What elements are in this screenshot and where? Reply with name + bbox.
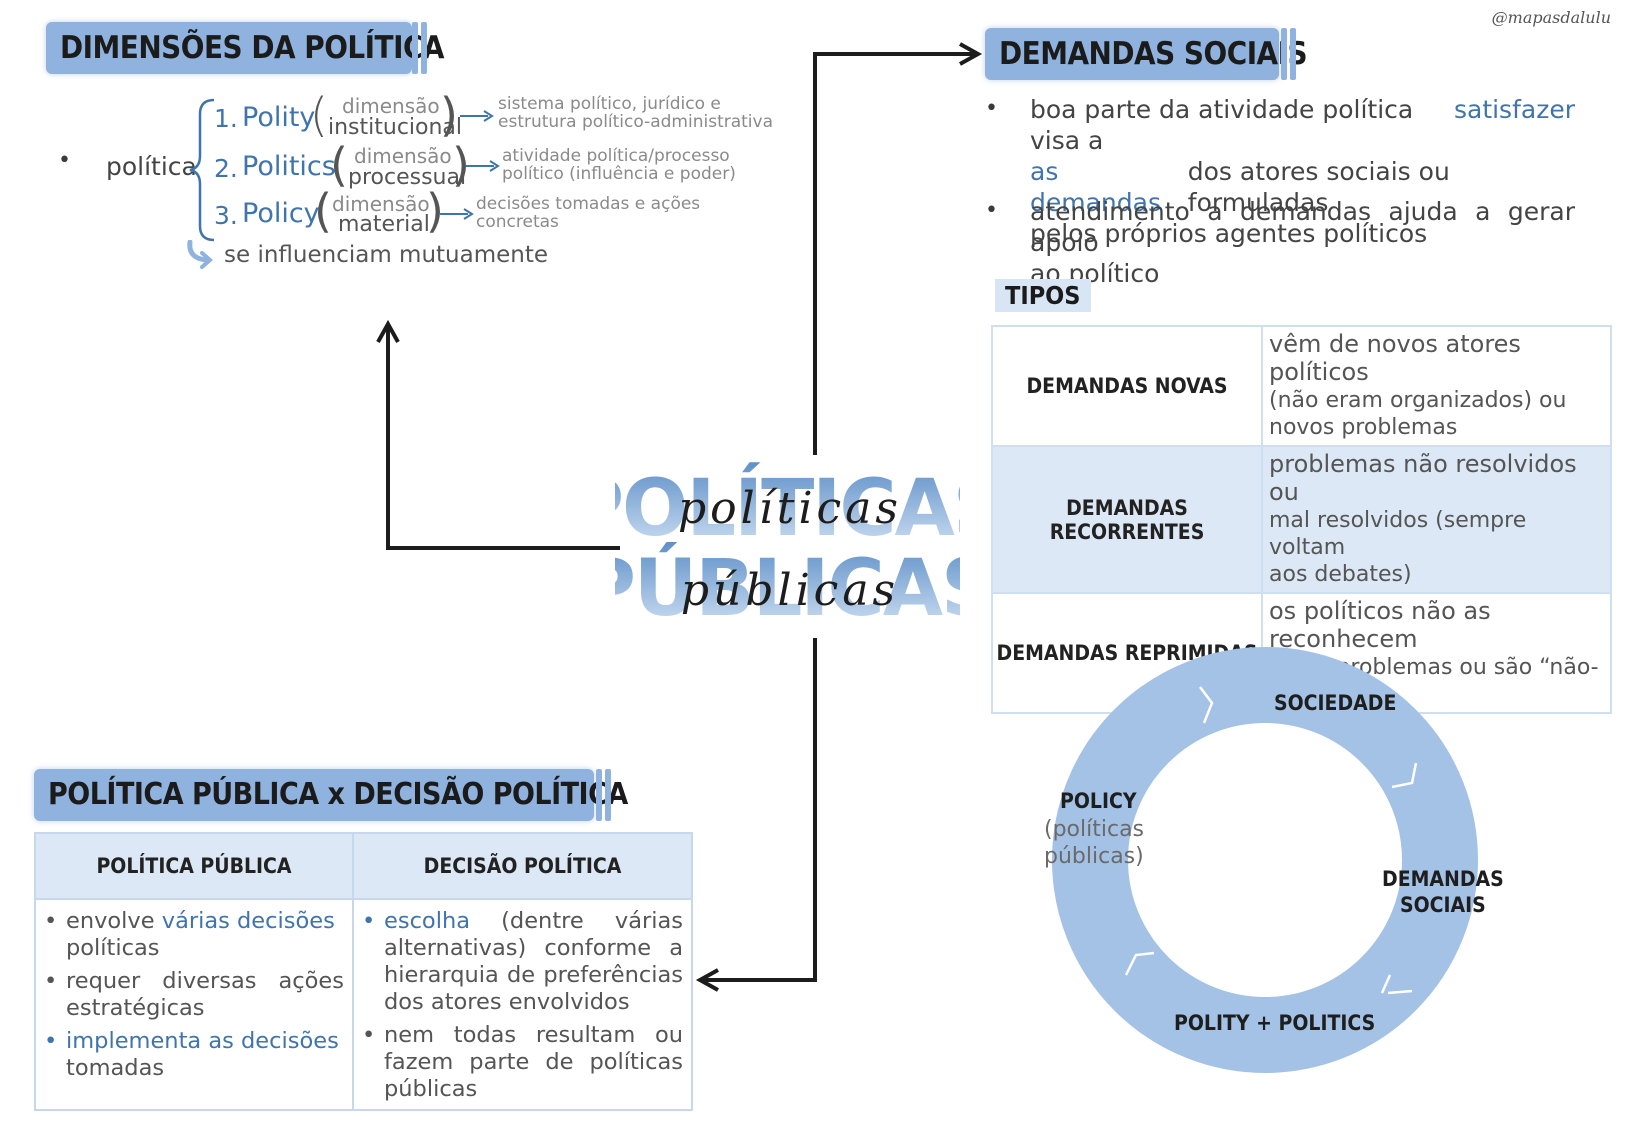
watermark: @mapasdalulu [1491, 8, 1611, 27]
policy-paren-close: ) [426, 184, 444, 238]
dp-col-header: DECISÃO POLÍTICA [352, 832, 693, 900]
pp-dp-table: POLÍTICA PÚBLICA DECISÃO POLÍTICA •envol… [34, 832, 693, 1111]
curly-brace [189, 98, 215, 242]
dimensoes-header: DIMENSÕES DA POLÍTICA [46, 22, 445, 74]
politics-dim1: dimensão [354, 144, 452, 168]
tipos-row: DEMANDAS RECORRENTES problemas não resol… [991, 445, 1612, 594]
policy-desc1: decisões tomadas e ações [476, 194, 701, 214]
center-title-line2: PÚBLICAS [615, 542, 960, 634]
tipos-key: DEMANDAS NOVAS [991, 325, 1263, 447]
demandas-b1-hl2: as demandas [1030, 157, 1161, 217]
dp-col: •escolha (dentre várias alternativas) co… [352, 898, 693, 1111]
header-bars-decoration [1281, 28, 1303, 80]
polity-name: Polity [242, 102, 316, 133]
policy-dim1: dimensão [332, 192, 430, 216]
center-script-line2: públicas [681, 565, 899, 616]
cycle-polity-politics: POLITY + POLITICS [1174, 1011, 1376, 1035]
demandas-b2-line1: atendimento a demandas ajuda a gerar apo… [1030, 197, 1575, 257]
influence-note: se influenciam mutuamente [224, 242, 549, 268]
politics-number: 2. [214, 154, 238, 183]
polity-paren-close: ) [440, 88, 458, 142]
cycle-ring [1052, 647, 1478, 1073]
demandas-bullet-1-dot: • [985, 96, 998, 121]
polity-desc2: estrutura político-administrativa [498, 112, 774, 132]
policy-name: Policy [242, 198, 320, 229]
header-bars-decoration [412, 22, 434, 74]
polity-number: 1. [214, 104, 238, 133]
list-item: •escolha (dentre várias alternativas) co… [362, 908, 683, 1015]
pp-dp-header: POLÍTICA PÚBLICA x DECISÃO POLÍTICA [34, 769, 628, 821]
tipos-table: DEMANDAS NOVAS vêm de novos atores polít… [991, 325, 1612, 714]
policy-number: 3. [214, 201, 238, 230]
center-title-line1: POLÍTICAS [615, 462, 960, 554]
polity-dim2: institucional [328, 115, 463, 140]
center-script-line1: políticas [678, 483, 902, 534]
demandas-header: DEMANDAS SOCIAIS [985, 28, 1308, 80]
cycle-sociedade: SOCIEDADE [1274, 691, 1397, 715]
tipos-value: vêm de novos atores políticos(não eram o… [1261, 325, 1612, 447]
polity-dim1: dimensão [342, 94, 440, 118]
polity-paren-open: ( [310, 88, 328, 142]
policy-desc2: concretas [476, 212, 559, 232]
politics-arrow [466, 160, 500, 172]
pp-col-header: POLÍTICA PÚBLICA [34, 832, 354, 900]
bullet-dot: • [58, 148, 71, 173]
politics-dim2: processual [348, 165, 467, 190]
demandas-b1-hl1: satisfazer [1453, 95, 1575, 124]
tipos-key: DEMANDAS RECORRENTES [991, 445, 1263, 594]
list-item: •requer diversas ações estratégicas [44, 968, 344, 1021]
demandas-b1-line1: boa parte da atividade política visa a [1030, 95, 1414, 155]
politics-name: Politics [242, 151, 336, 182]
demandas-bullet-1: boa parte da atividade política visa a sa… [1030, 94, 1575, 249]
politics-paren-close: ) [452, 138, 470, 192]
politics-desc1: atividade política/processo [502, 146, 730, 166]
header-bars-decoration [596, 769, 618, 821]
policy-dim2: material [338, 212, 430, 237]
polity-arrow [460, 110, 494, 122]
tipos-row: DEMANDAS NOVAS vêm de novos atores polít… [991, 325, 1612, 447]
list-item: •nem todas resultam ou fazem parte de po… [362, 1022, 683, 1102]
demandas-bullet-2: atendimento a demandas ajuda a gerar apo… [1030, 196, 1575, 289]
demandas-b2-line2: ao político [1030, 259, 1160, 288]
demandas-b1-line3: pelos próprios agentes políticos [1030, 219, 1428, 248]
center-title: POLÍTICAS PÚBLICAS políticas públicas [615, 462, 960, 634]
politics-paren-open: ( [330, 138, 348, 192]
politics-desc2: político (influência e poder) [502, 164, 736, 184]
curved-arrow-icon [187, 240, 214, 269]
polity-desc1: sistema político, jurídico e [498, 94, 721, 114]
cycle-policy: POLICY [1060, 789, 1137, 813]
policy-arrow [440, 208, 474, 220]
politica-label: política [106, 152, 197, 181]
policy-paren-open: ( [314, 184, 332, 238]
tipos-label: TIPOS [995, 279, 1091, 312]
demandas-bullet-2-dot: • [985, 198, 998, 223]
demandas-b1-line2: dos atores sociais ou formuladas [1187, 157, 1450, 217]
